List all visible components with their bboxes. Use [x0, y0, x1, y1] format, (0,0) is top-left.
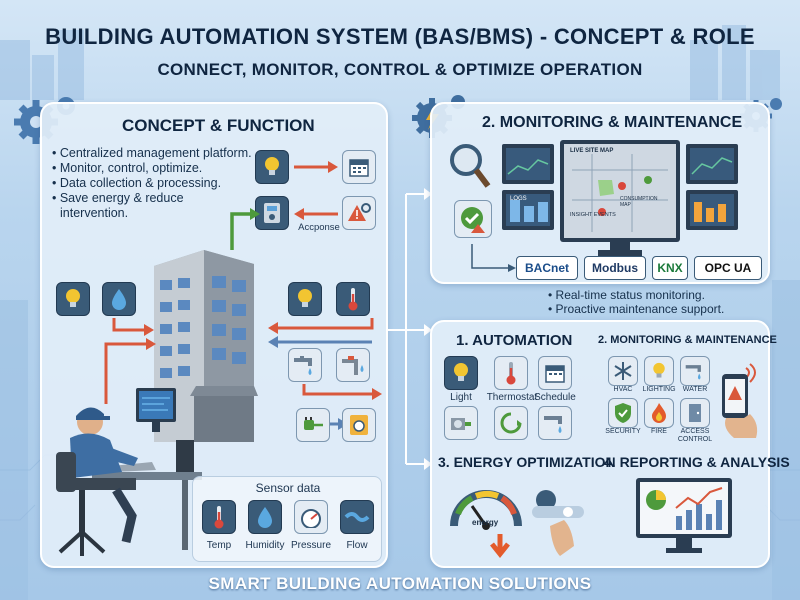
monitoring2-label: LIGHTING [642, 386, 676, 393]
live-site-map-label: LIVE SITE MAP [570, 148, 614, 154]
knx-logo: KNX [652, 256, 688, 280]
monitoring-bullet-list: • Real-time status monitoring. • Proacti… [548, 288, 724, 316]
monitoring2-title: 2. MONITORING & MAINTENANCE [598, 334, 777, 346]
calendar-icon [342, 150, 376, 184]
shield-icon [608, 398, 638, 428]
faucet-icon [538, 406, 572, 440]
thermometer-icon [202, 500, 236, 534]
faucet-icon [288, 348, 322, 382]
modbus-logo: Modbus [584, 256, 646, 280]
gauge-icon [294, 500, 328, 534]
bulb-icon [644, 356, 674, 386]
pipe-flow-icon [340, 500, 374, 534]
bulb-icon [288, 282, 322, 316]
automation-label: Thermostat [486, 392, 538, 403]
droplet-icon [102, 282, 136, 316]
door-icon [680, 398, 710, 428]
arrow-up-right-icon [104, 338, 156, 404]
monitoring2-label: FIRE [651, 428, 667, 435]
arrow-right-icon [294, 161, 338, 173]
automation-label: Schedule [534, 392, 576, 403]
arrow-up-icon [230, 208, 260, 250]
calendar-icon [538, 356, 572, 390]
concept-function-panel: CONCEPT & FUNCTION • Centralized managem… [40, 102, 388, 568]
page-title: BUILDING AUTOMATION SYSTEM (BAS/BMS) - C… [45, 24, 755, 49]
monitoring2-label: SECURITY [605, 428, 641, 435]
monitoring-title: 2. MONITORING & MAINTENANCE [482, 114, 743, 131]
sensor-label: Pressure [290, 540, 331, 551]
consumption-map-label: CONSUMPTION MAP [620, 196, 658, 208]
thermometer-icon [494, 356, 528, 390]
bulb-icon [255, 150, 289, 184]
checkmark-icon [454, 200, 492, 238]
snowflake-icon [608, 356, 638, 386]
monitoring-maintenance-panel: 2. MONITORING & MAINTENANCE LIVE SITE MA… [430, 102, 770, 284]
bullet-item: • Centralized management platform. [52, 146, 252, 160]
sensor-label: Flow [346, 540, 368, 551]
energy-gauge-illustration [450, 490, 584, 559]
sensor-data-title: Sensor data [255, 481, 321, 495]
faucet-icon [680, 356, 710, 386]
plug-icon [296, 408, 330, 442]
header: BUILDING AUTOMATION SYSTEM (BAS/BMS) - C… [0, 24, 800, 80]
response-label: Accponse [298, 222, 340, 233]
washing-machine-icon [342, 408, 376, 442]
bullet-item: • Save energy & reduce [52, 191, 184, 205]
arrow-left-icon [294, 208, 338, 220]
droplet-icon [248, 500, 282, 534]
bullet-item: • Proactive maintenance support. [548, 302, 725, 316]
pipe-valve-icon [336, 348, 370, 382]
recycle-icon [494, 406, 528, 440]
concept-title: CONCEPT & FUNCTION [122, 116, 315, 135]
logs-label: LOGS [510, 196, 527, 202]
building-illustration [154, 250, 258, 442]
connector-arrow [471, 244, 516, 272]
footer-banner: SMART BUILDING AUTOMATION SOLUTIONS [208, 574, 592, 593]
monitoring2-label: HVAC [613, 386, 633, 393]
monitor-wall-illustration [502, 140, 738, 256]
automation-label: Light [450, 392, 472, 403]
bullet-item: • Real-time status monitoring. [548, 288, 705, 302]
thermometer-icon [336, 282, 370, 316]
arrow-right-icon [302, 384, 382, 400]
monitoring2-label: ACCESS CONTROL [677, 428, 713, 443]
analytics-monitor-icon [636, 478, 732, 553]
functions-panel: 1. AUTOMATION Light Thermostat Schedule … [430, 320, 790, 568]
energy-title: 3. ENERGY OPTIMIZATION [438, 454, 616, 470]
air-handler-icon [444, 406, 478, 440]
arrow-right-icon [112, 318, 154, 336]
thermostat-panel-icon [255, 196, 289, 230]
bulb-icon [56, 282, 90, 316]
energy-gauge-label: energy [472, 518, 499, 527]
reporting-title: 4. REPORTING & ANALYSIS [604, 454, 790, 470]
sensor-label: Humidity [245, 540, 285, 551]
monitoring2-label: WATER [682, 386, 708, 393]
sensor-label: Temp [206, 540, 232, 551]
bacnet-logo: BACnet [516, 256, 578, 280]
flame-icon [644, 398, 674, 428]
concept-bullet-list: • Centralized management platform. • Mon… [52, 146, 252, 221]
warning-gear-icon [342, 196, 376, 230]
bulb-icon [444, 356, 478, 390]
arrow-left-icon [268, 318, 374, 348]
insight-events-label: INSIGHT EVENTS [570, 212, 616, 218]
smartphone-alert-icon [722, 363, 758, 438]
bullet-item: • Data collection & processing. [52, 176, 222, 190]
bullet-item: intervention. [60, 206, 129, 220]
page-subtitle: CONNECT, MONITOR, CONTROL & OPTIMIZE OPE… [157, 60, 643, 79]
connector-lines [388, 188, 432, 470]
bullet-item: • Monitor, control, optimize. [52, 161, 203, 175]
operator-illustration [56, 388, 202, 556]
automation-title: 1. AUTOMATION [456, 332, 573, 349]
opc-ua-logo: OPC UA [694, 256, 762, 280]
magnifier-icon [450, 144, 491, 188]
